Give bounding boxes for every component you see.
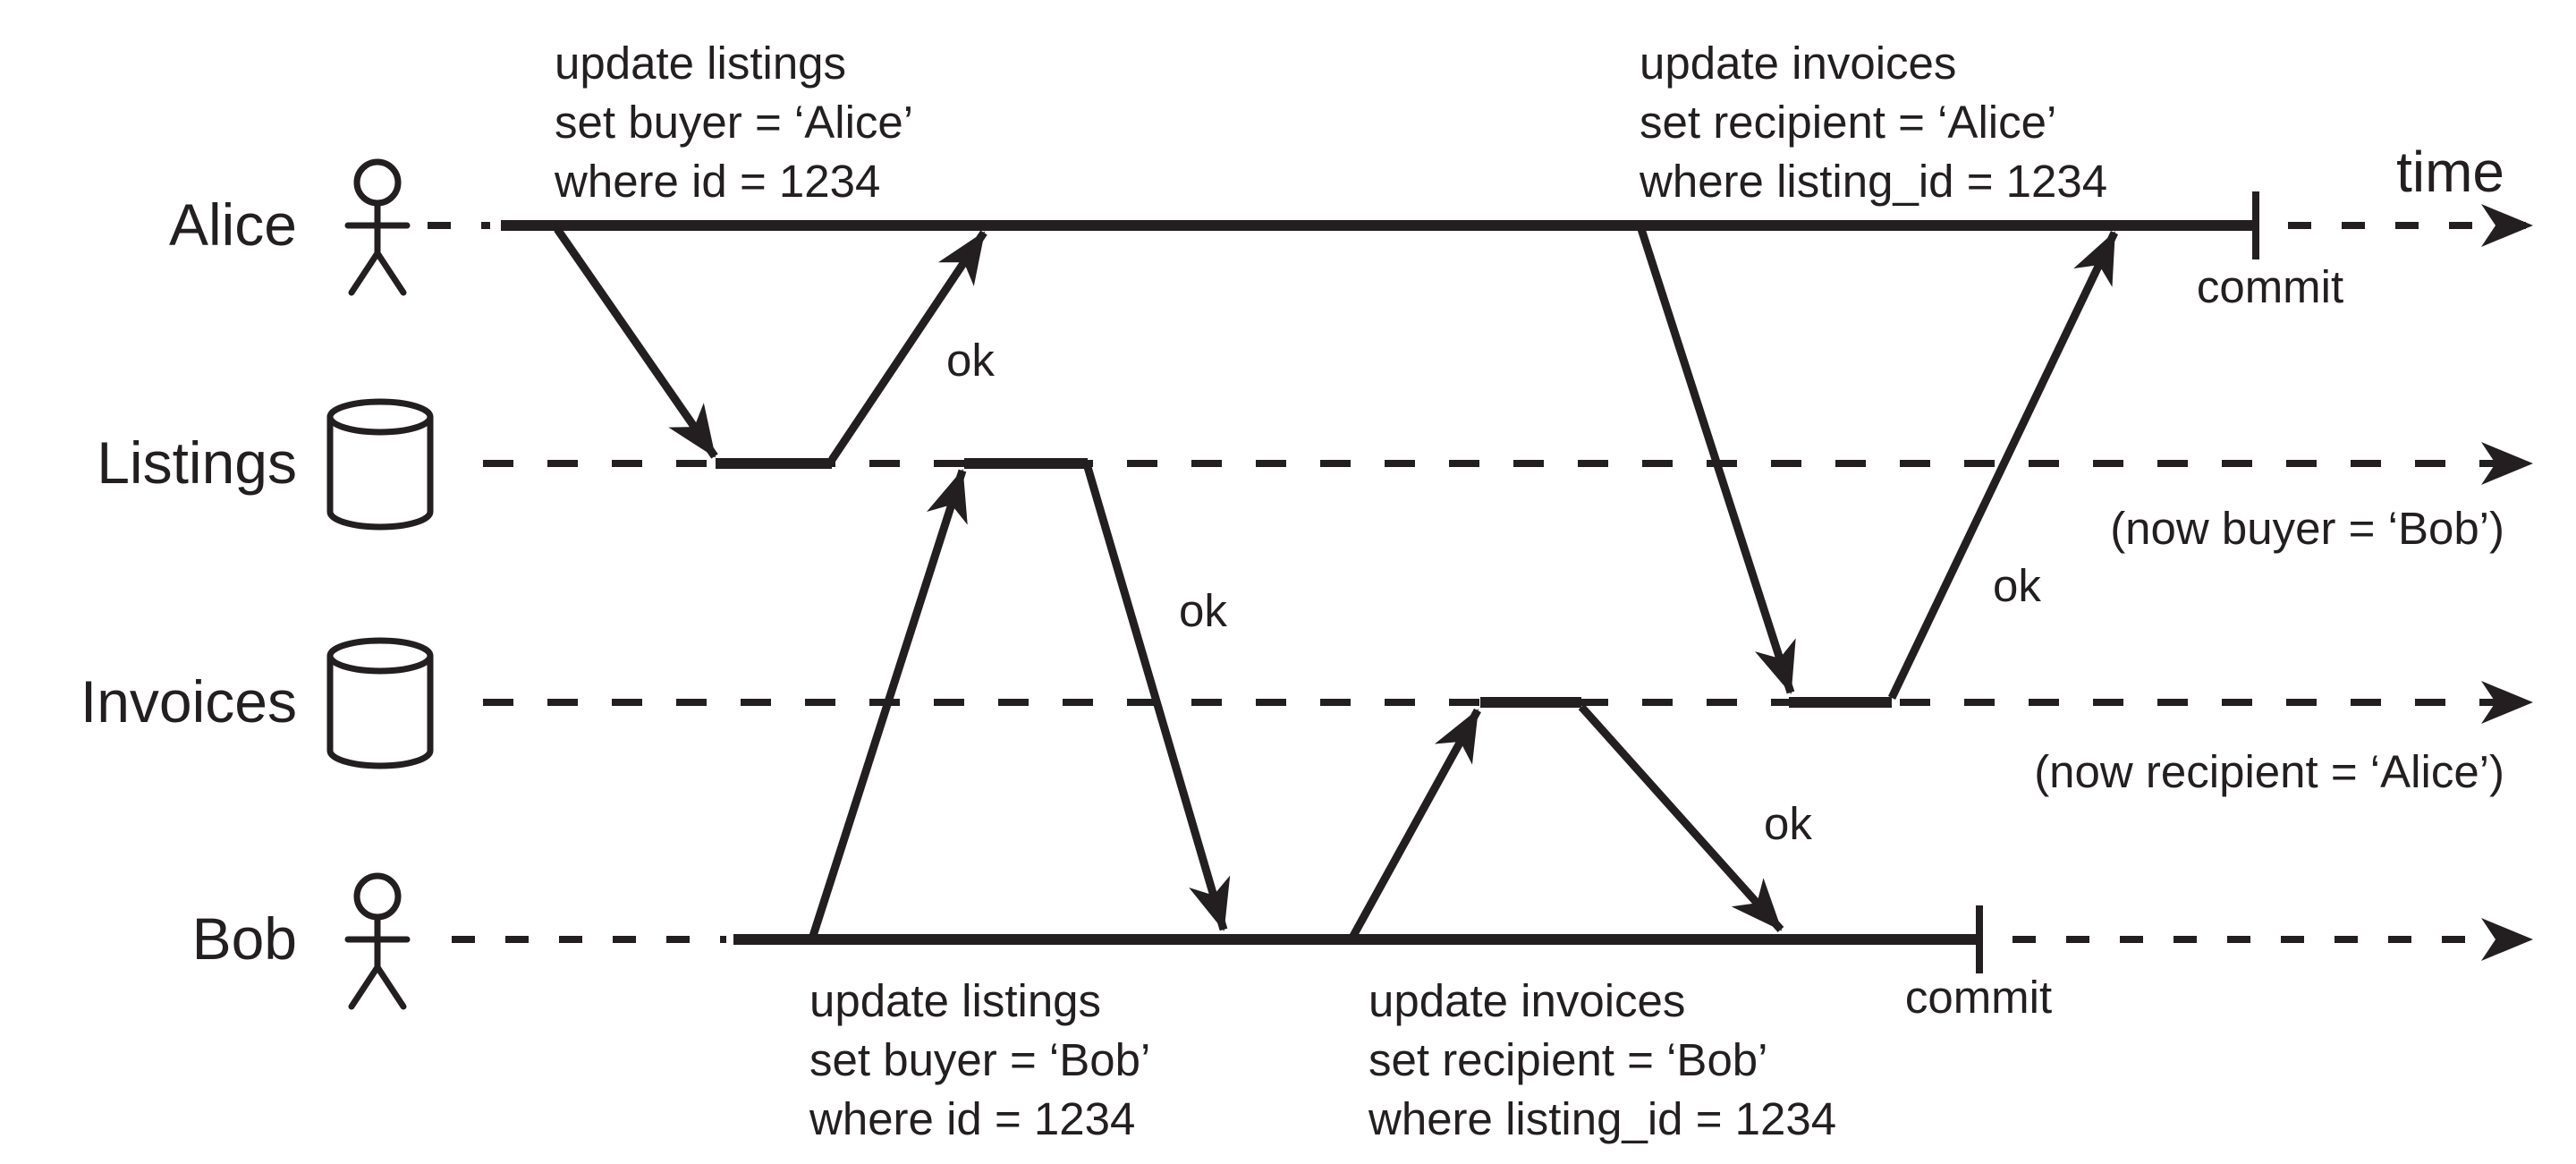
ok-arrow (1083, 465, 1231, 931)
database-cylinder-icon (326, 637, 434, 769)
statement-line: where id = 1234 (809, 1093, 1135, 1144)
statement-bob-invoices: update invoices set recipient = ‘Bob’ wh… (1368, 975, 1836, 1144)
time-axis-label: time (2396, 140, 2504, 204)
ok-label: ok (1179, 585, 1227, 636)
outcome-listings: (now buyer = ‘Bob’) (2110, 503, 2504, 554)
statement-line: set buyer = ‘Alice’ (555, 97, 913, 148)
statement-line: update listings (555, 38, 846, 89)
statement-alice-invoices: update invoices set recipient = ‘Alice’ … (1639, 38, 2107, 207)
statement-line: where listing_id = 1234 (1639, 156, 2107, 207)
ok-arrow (1887, 231, 2119, 700)
transaction-alice-listings (554, 226, 987, 463)
ok-label: ok (946, 335, 995, 386)
statement-line: set buyer = ‘Bob’ (809, 1034, 1150, 1085)
ok-label: ok (1764, 798, 1812, 849)
statement-line: where listing_id = 1234 (1368, 1093, 1836, 1144)
statement-line: where id = 1234 (554, 156, 880, 207)
commit-label-bob: commit (1905, 972, 2052, 1023)
outcome-invoices: (now recipient = ‘Alice’) (2034, 746, 2504, 797)
statement-alice-listings: update listings set buyer = ‘Alice’ wher… (554, 38, 913, 207)
commit-label-alice: commit (2197, 261, 2343, 312)
request-arrow (1350, 708, 1481, 939)
statement-line: update invoices (1640, 38, 1956, 89)
timeline-alice (428, 191, 2533, 259)
request-arrow (1637, 227, 1796, 694)
statement-line: set recipient = ‘Alice’ (1640, 97, 2056, 148)
ok-arrow (1578, 703, 1784, 933)
statement-line: update listings (809, 975, 1101, 1026)
statement-bob-listings: update listings set buyer = ‘Bob’ where … (809, 975, 1150, 1144)
lane-label-invoices: Invoices (80, 668, 297, 735)
lane-label-alice: Alice (169, 191, 297, 258)
request-arrow (809, 469, 968, 938)
ok-arrow (828, 230, 987, 463)
timeline-bob (452, 905, 2533, 973)
transaction-bob-listings (809, 465, 1231, 938)
ok-label: ok (1993, 560, 2041, 611)
lane-label-bob: Bob (192, 905, 297, 972)
database-cylinder-icon (326, 398, 434, 531)
lane-label-listings: Listings (97, 429, 297, 496)
transaction-alice-invoices (1637, 227, 2119, 700)
statement-line: set recipient = ‘Bob’ (1368, 1034, 1768, 1085)
person-icon (344, 872, 411, 1010)
transaction-bob-invoices (1350, 703, 1784, 939)
statement-line: update invoices (1368, 975, 1685, 1026)
request-arrow (554, 226, 718, 459)
person-icon (344, 158, 411, 296)
